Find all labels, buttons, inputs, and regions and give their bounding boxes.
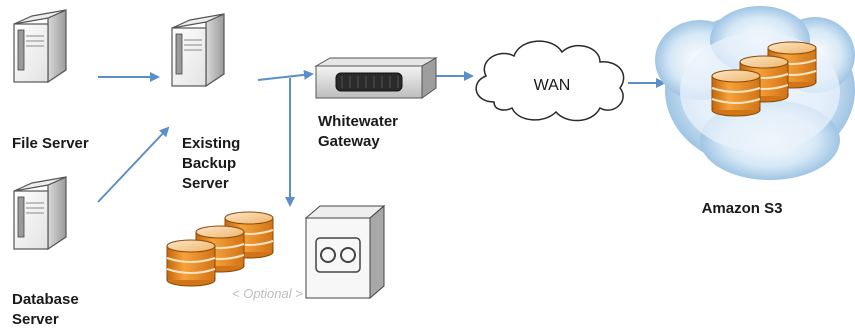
- edges: [97, 69, 666, 207]
- server-tower-icon: [171, 13, 225, 87]
- s3-label: Amazon S3: [702, 200, 783, 217]
- label-line: Database: [12, 291, 79, 308]
- backup-server-node: [171, 13, 225, 87]
- cloud-icon: [475, 40, 625, 122]
- file-server-label: File Server: [12, 134, 89, 154]
- database-server-label: Database Server: [12, 290, 79, 330]
- label-line: Backup: [182, 155, 237, 172]
- s3-node: Amazon S3: [655, 6, 855, 217]
- server-tower-icon: [13, 176, 67, 250]
- label-line: Whitewater: [318, 113, 399, 130]
- database-server-node: [13, 176, 67, 250]
- database-stack-icon: [166, 211, 274, 287]
- file-server-node: [13, 9, 67, 83]
- gateway-label: Whitewater Gateway: [318, 112, 398, 152]
- label-line: Gateway: [318, 133, 380, 150]
- wan-node: WAN: [475, 40, 625, 122]
- label-line: Server: [12, 311, 59, 328]
- rack-appliance-icon: [314, 57, 438, 99]
- label-line: Existing: [182, 135, 241, 152]
- label-line: File Server: [12, 135, 89, 152]
- edge-backup-to-gateway: [257, 69, 314, 81]
- gateway-node: [314, 57, 438, 99]
- edge-database-to-backup: [97, 126, 170, 203]
- backup-server-label: Existing Backup Server: [182, 134, 240, 194]
- optional-storage-node: [166, 204, 386, 300]
- server-tower-icon: [13, 9, 67, 83]
- optional-label: < Optional >: [232, 286, 303, 301]
- label-line: Server: [182, 175, 229, 192]
- tape-drive-icon: [304, 204, 386, 300]
- wan-label: WAN: [534, 77, 571, 94]
